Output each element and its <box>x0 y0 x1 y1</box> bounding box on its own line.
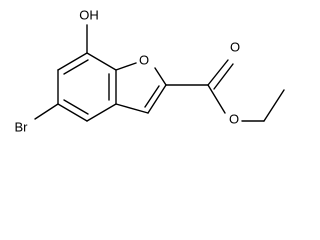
bond-ch2-ch3 <box>263 89 285 122</box>
bond-c4-c3a <box>86 103 117 122</box>
bond-c5-c4 <box>57 103 88 122</box>
bond-c5-c4-double <box>63 99 89 115</box>
bond-c3-c3a <box>115 103 149 114</box>
label-layer: OH O O O Br <box>15 7 241 134</box>
carbonyl-oxygen-label: O <box>230 39 240 54</box>
furan-oxygen-label: O <box>139 52 149 67</box>
bond-c2-c3 <box>147 84 167 114</box>
molecule-svg: OH O O O Br <box>15 7 285 134</box>
ester-oxygen-label: O <box>229 111 239 126</box>
bond-c7-c6 <box>57 52 88 71</box>
bromine-label: Br <box>15 119 29 134</box>
bond-carbonyl-o-lower <box>213 63 234 90</box>
bond-c5-br <box>34 103 59 120</box>
bond-carbonyl-ester-o <box>207 84 226 114</box>
bond-c7a-c7 <box>86 52 117 71</box>
bond-c7a-o1 <box>115 62 137 71</box>
bond-carbonyl-o-upper <box>207 59 229 86</box>
bond-c7-c6-double <box>63 59 89 75</box>
bond-layer <box>34 24 285 122</box>
hydroxyl-label: OH <box>79 7 99 22</box>
bond-o1-c2 <box>154 67 167 86</box>
structure-diagram: OH O O O Br <box>15 7 285 134</box>
bond-c2-c3-double <box>144 85 160 108</box>
